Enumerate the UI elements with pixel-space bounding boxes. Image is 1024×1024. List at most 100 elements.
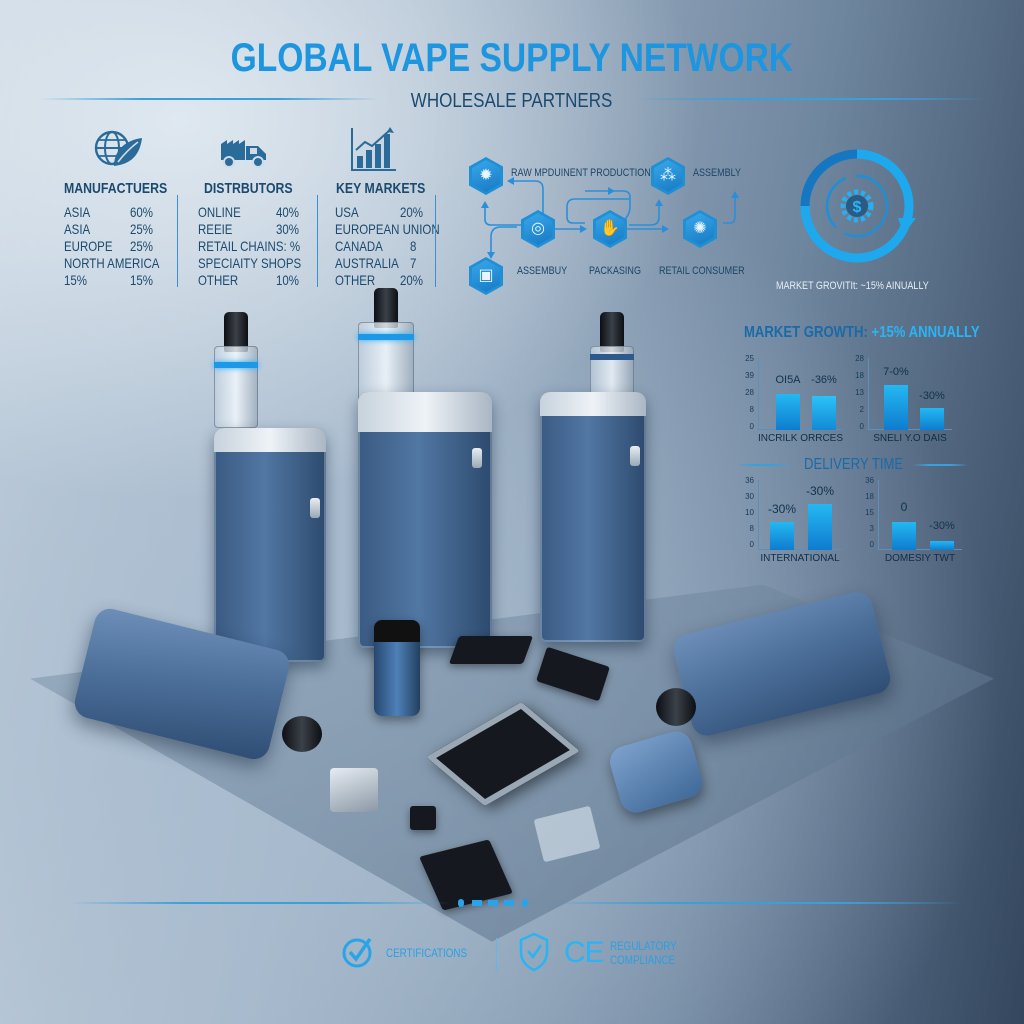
metal-connector	[330, 768, 378, 812]
stat-value: 20%	[400, 204, 423, 220]
stat-label: EUROPEAN UNION	[335, 221, 440, 237]
box-icon: ▣	[478, 267, 494, 284]
footer-divider-right	[544, 902, 964, 904]
stat-value: 10%	[276, 272, 299, 288]
tank-ring	[590, 354, 634, 360]
y-tick: 13	[855, 388, 864, 397]
column-heading: KEY MARKETS	[336, 180, 426, 197]
bar	[892, 522, 916, 550]
bar-label: -30%	[767, 502, 796, 516]
y-tick: 39	[745, 371, 754, 380]
stat-value: 25%	[130, 238, 153, 254]
drip-tip	[282, 716, 322, 752]
stat-label: ASIA	[64, 221, 91, 237]
flow-node-assembly-top: ⁂	[651, 157, 685, 195]
growth-caption: MARKET GROVITIt: ~15% AINUALLY	[776, 280, 929, 292]
stat-label: REEIE	[198, 221, 233, 237]
subtitle: WHOLESALE PARTNERS	[0, 90, 1024, 113]
stat-value: 60%	[130, 204, 153, 220]
tank	[214, 346, 258, 428]
y-tick: 8	[749, 524, 754, 533]
x-axis	[878, 549, 962, 550]
mod-body	[214, 428, 326, 662]
mod-top-cap	[540, 392, 646, 416]
tank	[358, 322, 414, 402]
footer-dots	[458, 899, 532, 907]
y-tick: 25	[745, 354, 754, 363]
y-axis	[878, 480, 879, 550]
mod-body	[540, 392, 646, 642]
bar	[812, 396, 836, 430]
bar	[770, 522, 794, 550]
regulatory-line2: COMPLIANCE	[610, 953, 676, 967]
stat-value: 30%	[276, 221, 299, 237]
chart-x-label: SNELI Y.O DAIS	[873, 433, 947, 444]
check-circle-icon	[342, 937, 372, 968]
bar-label: -30%	[805, 484, 834, 498]
led-ring	[358, 334, 414, 340]
flow-label: RETAIL CONSUMER	[659, 265, 745, 277]
column-divider	[177, 195, 178, 287]
stat-label: ASIA	[64, 204, 91, 220]
stat-label: EUROPE	[64, 238, 113, 254]
battery-top	[374, 620, 420, 642]
growth-badge: $ MARKET GROVITIt: ~15% AINUALLY	[776, 142, 970, 292]
bar-label: OI5A	[775, 374, 801, 386]
column-heading: MANUFACTUERS	[64, 180, 168, 197]
subtitle-text: WHOLESALE PARTNERS	[411, 90, 613, 112]
flow-node-assembly-mid: ◎	[521, 210, 555, 248]
delivery-divider-right	[912, 464, 968, 466]
small-component	[410, 806, 436, 830]
delivery-title: DELIVERY TIME	[804, 456, 904, 473]
y-tick: 30	[745, 492, 754, 501]
y-tick: 0	[749, 422, 754, 431]
flow-label: ASSEMBLY	[693, 167, 741, 179]
column-heading: DISTRBUTORS	[204, 180, 293, 197]
hand-box-icon: ✋	[600, 220, 620, 237]
y-axis	[758, 480, 759, 550]
delivery-divider-left	[736, 464, 792, 466]
y-tick: 0	[859, 422, 864, 431]
regulatory-line1: REGULATORY	[610, 939, 677, 953]
y-tick: 18	[855, 371, 864, 380]
footer-divider-left	[70, 902, 450, 904]
dollar-gear-cycle-icon: $	[800, 149, 916, 263]
flow-label: RAW MPDUINENT PRODUCTION	[511, 167, 651, 179]
flow-node-source: ▣	[469, 257, 503, 295]
footer-separator	[496, 938, 497, 972]
title-divider-left	[40, 98, 380, 100]
title-divider-right	[636, 98, 986, 100]
drip-tip	[224, 312, 248, 352]
stat-value: 25%	[130, 221, 153, 237]
led-ring	[214, 362, 258, 368]
title-text: GLOBAL VAPE SUPPLY NETWORK	[230, 36, 794, 80]
chart-x-label: INCRILK ORRCES	[758, 433, 844, 444]
certifications-label: CERTIFICATIONS	[386, 946, 468, 960]
y-tick: 2	[859, 405, 864, 414]
bar	[776, 394, 800, 430]
stat-label: NORTH AMERICA	[64, 255, 160, 271]
chart-x-label: DOMESIY TWT	[884, 553, 956, 564]
bar-label: 0	[900, 500, 908, 514]
bar-label: -30%	[919, 390, 945, 402]
circuit-board	[448, 636, 534, 664]
cycle-icon: ◎	[531, 220, 545, 237]
mod-top-cap	[358, 392, 492, 432]
mod-body	[358, 392, 492, 648]
bar	[808, 504, 832, 550]
x-axis	[868, 429, 952, 430]
y-axis	[868, 358, 869, 430]
y-tick: 18	[865, 492, 874, 501]
chart-x-label: INTERNATIONAL	[760, 553, 840, 564]
svg-text:$: $	[853, 199, 862, 216]
x-axis	[758, 429, 842, 430]
fire-button	[310, 498, 320, 518]
bar-chart-trend-icon	[351, 127, 396, 171]
market-growth-title: MARKET GROWTH: +15% ANNUALLY	[744, 324, 980, 342]
ce-mark: CE	[564, 936, 605, 969]
bar-label: 7-0%	[883, 366, 909, 378]
stat-label: CANADA	[335, 238, 383, 254]
y-tick: 3	[869, 524, 874, 533]
stat-value: 15%	[130, 272, 153, 288]
chart-delivery-domestic: 36 18 15 3 0 0 -30% DOMESIY TWT	[862, 476, 962, 564]
